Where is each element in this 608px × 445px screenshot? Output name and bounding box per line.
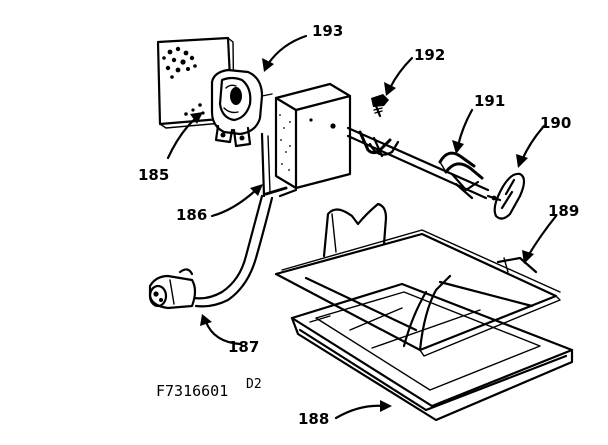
callout-186: 186 <box>176 206 207 224</box>
callout-192: 192 <box>414 46 445 64</box>
plug <box>148 268 197 310</box>
part-191-spit-rod <box>346 126 490 200</box>
part-190-handle <box>486 172 526 220</box>
figure-code: F7316601 D2 <box>156 377 262 400</box>
callout-labels: 193 192 191 190 185 186 189 187 188 <box>138 22 579 428</box>
callout-185: 185 <box>138 166 169 184</box>
part-193-motor <box>210 68 273 148</box>
leader-arrows <box>166 34 558 420</box>
box-shading <box>279 114 291 171</box>
part-189-wire-rack <box>274 202 561 357</box>
vent-dots <box>162 46 205 116</box>
callout-193: 193 <box>312 22 343 40</box>
callout-190: 190 <box>540 114 571 132</box>
part-192-screw <box>371 94 389 118</box>
figure-code-main: F7316601 <box>156 382 228 400</box>
callout-187: 187 <box>228 338 259 356</box>
part-187-cord <box>148 186 298 310</box>
figure-code-suffix: D2 <box>246 377 262 392</box>
callout-189: 189 <box>548 202 579 220</box>
part-188-drip-pan <box>290 282 574 422</box>
callout-188: 188 <box>298 410 329 428</box>
callout-191: 191 <box>474 92 505 110</box>
part-186-switch-box <box>260 82 352 198</box>
